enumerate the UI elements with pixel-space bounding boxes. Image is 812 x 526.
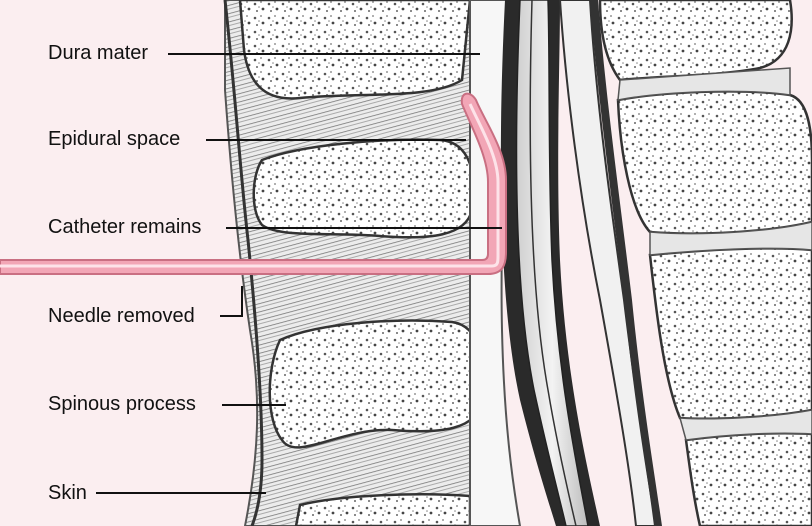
vertebral-body-2 <box>618 91 812 233</box>
spinous-process-lower <box>270 321 483 448</box>
spinous-process-middle <box>254 140 474 238</box>
label-skin: Skin <box>48 483 87 503</box>
label-needle-removed: Needle removed <box>48 306 195 326</box>
spinous-process-top <box>240 0 470 98</box>
vertebral-body-4 <box>686 433 812 526</box>
label-epidural-space: Epidural space <box>48 129 180 149</box>
label-catheter-remains: Catheter remains <box>48 217 201 237</box>
label-spinous-process: Spinous process <box>48 394 196 414</box>
vertebral-body-3 <box>650 248 812 418</box>
label-dura-mater: Dura mater <box>48 43 148 63</box>
leader-needle-removed <box>220 286 242 316</box>
vertebral-body-1 <box>600 0 792 80</box>
